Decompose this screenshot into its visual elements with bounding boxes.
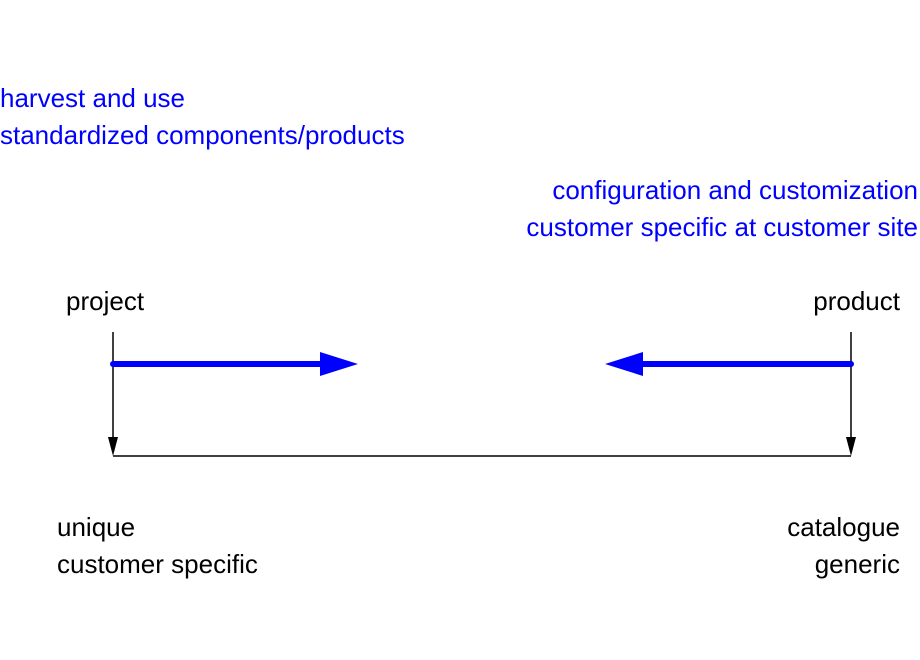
customization-caption: configuration and customization customer…	[526, 172, 918, 246]
harvest-caption: harvest and use standardized components/…	[0, 80, 405, 154]
harvest-caption-line-1: harvest and use	[0, 83, 186, 113]
unique-caption-line-2: customer specific	[57, 549, 258, 579]
harvest-arrowhead	[320, 352, 358, 376]
unique-caption: unique customer specific	[57, 509, 258, 583]
harvest-caption-line-2: standardized components/products	[0, 120, 405, 150]
unique-caption-line-1: unique	[57, 512, 136, 542]
catalogue-caption-line-2: generic	[814, 549, 900, 579]
catalogue-caption-line-1: catalogue	[787, 512, 900, 542]
project-label: project	[66, 286, 145, 316]
customization-caption-line-1: configuration and customization	[552, 175, 918, 205]
product-down-arrowhead	[846, 437, 856, 456]
customize-arrowhead	[605, 352, 643, 376]
project-down-arrowhead	[108, 437, 118, 456]
customization-caption-line-2: customer specific at customer site	[526, 212, 918, 242]
product-label: product	[813, 286, 900, 316]
catalogue-caption: catalogue generic	[787, 509, 900, 583]
